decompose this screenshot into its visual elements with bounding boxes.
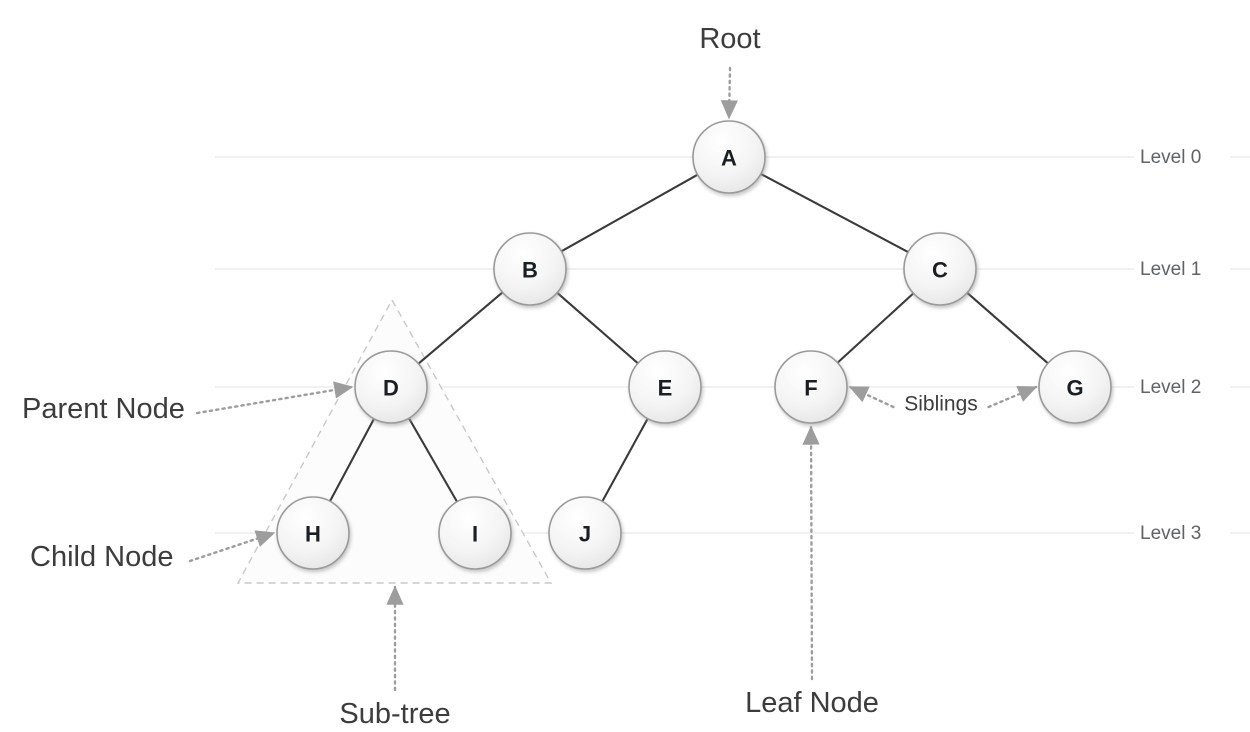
level-label-2: Level 2 bbox=[1140, 377, 1201, 398]
node-i[interactable]: I bbox=[438, 496, 512, 570]
node-j[interactable]: J bbox=[548, 496, 622, 570]
annotation-label-root: Root bbox=[699, 23, 760, 55]
node-b[interactable]: B bbox=[493, 232, 567, 306]
node-label-e: E bbox=[658, 376, 673, 401]
arrow-siblings-right bbox=[987, 385, 1038, 409]
edge-C-G bbox=[965, 290, 1050, 366]
annotation-arrows bbox=[188, 66, 1038, 692]
annotation-label-siblings: Siblings bbox=[904, 392, 978, 415]
arrow-parent-node bbox=[195, 381, 354, 415]
edge-B-E bbox=[555, 290, 640, 366]
annotation-label-sub-tree: Sub-tree bbox=[339, 698, 450, 730]
node-label-f: F bbox=[804, 376, 817, 401]
edge-A-B bbox=[559, 173, 700, 253]
node-label-j: J bbox=[579, 522, 591, 547]
annotation-label-leaf-node: Leaf Node bbox=[745, 687, 879, 719]
tree-edges bbox=[328, 172, 1050, 504]
node-label-b: B bbox=[522, 258, 538, 283]
node-label-d: D bbox=[383, 376, 399, 401]
level-label-backdrop-2 bbox=[1134, 374, 1230, 400]
node-h[interactable]: H bbox=[276, 496, 350, 570]
node-label-h: H bbox=[305, 522, 321, 547]
level-labels: Level 0 Level 1 Level 2 Level 3 bbox=[1134, 144, 1230, 546]
node-a[interactable]: A bbox=[692, 120, 766, 194]
node-circle-g[interactable] bbox=[1038, 350, 1112, 424]
annotation-label-parent-node: Parent Node bbox=[22, 393, 185, 425]
arrow-root bbox=[720, 66, 738, 120]
node-circle-a[interactable] bbox=[692, 120, 766, 194]
arrow-child-node bbox=[188, 530, 276, 563]
node-circle-d[interactable] bbox=[354, 350, 428, 424]
edge-E-J bbox=[600, 416, 650, 504]
edge-A-C bbox=[758, 172, 911, 254]
annotation-label-child-node: Child Node bbox=[30, 541, 173, 573]
node-circle-c[interactable] bbox=[903, 232, 977, 306]
arrow-siblings-left bbox=[848, 385, 895, 409]
edge-D-H bbox=[328, 416, 376, 504]
level-label-backdrop-0 bbox=[1134, 144, 1230, 170]
node-c[interactable]: C bbox=[903, 232, 977, 306]
node-d[interactable]: D bbox=[354, 350, 428, 424]
node-circle-i[interactable] bbox=[438, 496, 512, 570]
node-f[interactable]: F bbox=[774, 350, 848, 424]
node-circle-j[interactable] bbox=[548, 496, 622, 570]
node-circle-b[interactable] bbox=[493, 232, 567, 306]
arrow-leaf-node bbox=[802, 425, 820, 681]
level-label-backdrop-3 bbox=[1134, 520, 1230, 546]
node-label-g: G bbox=[1066, 376, 1083, 401]
level-label-1: Level 1 bbox=[1140, 259, 1201, 280]
edge-B-D bbox=[416, 290, 505, 366]
node-label-i: I bbox=[472, 522, 478, 547]
node-circle-e[interactable] bbox=[628, 350, 702, 424]
edge-D-I bbox=[407, 416, 459, 504]
node-label-a: A bbox=[721, 146, 737, 171]
tree-nodes: A B C D E F G H I J bbox=[276, 120, 1112, 570]
node-label-c: C bbox=[932, 258, 948, 283]
level-label-backdrop-1 bbox=[1134, 256, 1230, 282]
edge-C-F bbox=[835, 291, 916, 365]
node-circle-h[interactable] bbox=[276, 496, 350, 570]
level-label-3: Level 3 bbox=[1140, 523, 1201, 544]
level-label-0: Level 0 bbox=[1140, 147, 1201, 168]
node-g[interactable]: G bbox=[1038, 350, 1112, 424]
node-circle-f[interactable] bbox=[774, 350, 848, 424]
node-e[interactable]: E bbox=[628, 350, 702, 424]
